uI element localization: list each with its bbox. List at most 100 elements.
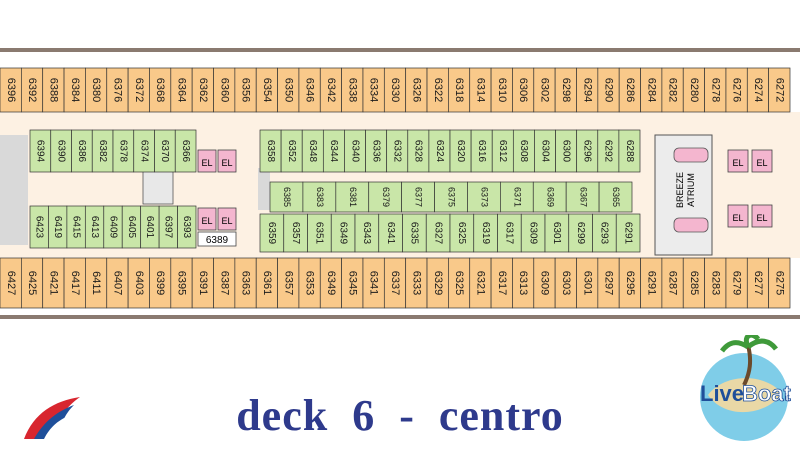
cabin-number: 6397 bbox=[163, 216, 174, 239]
cabin-number: 6317 bbox=[504, 222, 515, 245]
cabin-number: 6413 bbox=[89, 216, 100, 239]
cabin-cell bbox=[768, 67, 791, 113]
cabin-number: 6327 bbox=[432, 222, 443, 245]
cabin-number: 6293 bbox=[599, 222, 610, 245]
cabin-number: 6334 bbox=[368, 78, 380, 102]
cabin-number: 6348 bbox=[307, 140, 318, 163]
cabin-number: 6357 bbox=[290, 222, 301, 245]
elevator-group-left: EL EL EL EL 6389 bbox=[197, 149, 237, 247]
cabin-number: 6421 bbox=[47, 271, 59, 295]
cabin-number: 6317 bbox=[496, 271, 508, 295]
cabin-number: 6384 bbox=[69, 78, 81, 102]
cabin-number: 6321 bbox=[474, 271, 486, 295]
cabin-number: 6394 bbox=[35, 140, 46, 163]
cabin-number: 6319 bbox=[480, 222, 491, 245]
logo-text-live: Live bbox=[700, 381, 744, 406]
cabin-number: 6318 bbox=[453, 78, 465, 102]
cabin-number: 6382 bbox=[97, 140, 108, 163]
cabin-number: 6365 bbox=[611, 187, 621, 207]
cabin-number: 6359 bbox=[266, 222, 277, 245]
cabin-number: 6286 bbox=[624, 78, 636, 102]
elevator-label: EL bbox=[221, 158, 232, 168]
cabin-number: 6381 bbox=[348, 187, 358, 207]
cabin-number: 6309 bbox=[527, 222, 538, 245]
cabin-number: 6274 bbox=[752, 78, 764, 102]
cabin-number: 6294 bbox=[581, 78, 593, 102]
cabin-number: 6296 bbox=[582, 140, 593, 163]
cabin-number: 6379 bbox=[381, 187, 391, 207]
cabin-number: 6291 bbox=[622, 222, 633, 245]
cabin-number: 6396 bbox=[5, 78, 17, 102]
cabin-number: 6399 bbox=[154, 271, 166, 295]
deck-caption: deck 6 - centro bbox=[236, 391, 564, 440]
cabin-number: 6419 bbox=[52, 216, 63, 239]
cabin-number: 6304 bbox=[539, 140, 550, 163]
liveboat-logo: Live Boat .it bbox=[700, 335, 792, 441]
cabin-number: 6366 bbox=[180, 140, 191, 163]
cabin-number: 6312 bbox=[497, 140, 508, 163]
cabin-number: 6357 bbox=[282, 271, 294, 295]
cabin-number: 6401 bbox=[144, 216, 155, 239]
cabin-number: 6332 bbox=[392, 140, 403, 163]
cabin-cell bbox=[434, 181, 468, 213]
atrium-label-2: ATRIUM bbox=[686, 173, 696, 207]
cabin-number: 6283 bbox=[709, 271, 721, 295]
cabin-number: 6356 bbox=[240, 78, 252, 102]
cabin-number: 6291 bbox=[645, 271, 657, 295]
cabin-number: 6316 bbox=[476, 140, 487, 163]
cabin-number: 6423 bbox=[34, 216, 45, 239]
cabin-number: 6372 bbox=[133, 78, 145, 102]
cabin-number: 6425 bbox=[26, 271, 38, 295]
cabin-number: 6352 bbox=[286, 140, 297, 163]
cabin-number: 6345 bbox=[346, 271, 358, 295]
cabin-number: 6306 bbox=[517, 78, 529, 102]
cabin-number: 6301 bbox=[551, 222, 562, 245]
cabin-number: 6361 bbox=[261, 271, 273, 295]
cabin-number: 6358 bbox=[265, 140, 276, 163]
cabin-number: 6280 bbox=[688, 78, 700, 102]
cabin-number: 6314 bbox=[474, 78, 486, 102]
center-stair-gray bbox=[258, 168, 270, 210]
elevator-label: EL bbox=[221, 216, 232, 226]
cabin-number: 6417 bbox=[69, 271, 81, 295]
cabin-number: 6405 bbox=[126, 216, 137, 239]
cabin-number: 6360 bbox=[218, 78, 230, 102]
cabin-number: 6300 bbox=[560, 140, 571, 163]
cabin-cell bbox=[532, 181, 567, 213]
cabin-cell bbox=[302, 181, 337, 213]
cabin-number: 6320 bbox=[455, 140, 466, 163]
cabin-cell bbox=[565, 181, 600, 213]
cabin-number: 6371 bbox=[512, 187, 522, 207]
cabin-number: 6363 bbox=[240, 271, 252, 295]
cabin-number: 6385 bbox=[282, 187, 292, 207]
cabin-number: 6351 bbox=[314, 222, 325, 245]
cabin-number: 6284 bbox=[645, 78, 657, 102]
cabin-number: 6292 bbox=[603, 140, 614, 163]
cabin-number: 6427 bbox=[5, 271, 17, 295]
cabin-number: 6329 bbox=[432, 271, 444, 295]
cabin-cell bbox=[467, 181, 501, 213]
cabin-number: 6335 bbox=[409, 222, 420, 245]
cabin-cell bbox=[335, 181, 370, 213]
cabin-cell bbox=[618, 129, 641, 173]
cabin-number: 6409 bbox=[107, 216, 118, 239]
cabin-number: 6344 bbox=[328, 140, 339, 163]
elevator-label: EL bbox=[732, 213, 743, 223]
cabin-number: 6364 bbox=[176, 78, 188, 102]
cabin-number: 6309 bbox=[539, 271, 551, 295]
cabin-cell bbox=[768, 257, 791, 309]
cabin-number: 6340 bbox=[349, 140, 360, 163]
cabin-number: 6378 bbox=[118, 140, 129, 163]
cabin-cell bbox=[401, 181, 435, 213]
cabin-number: 6290 bbox=[603, 78, 615, 102]
cabin-number: 6342 bbox=[325, 78, 337, 102]
cabin-number: 6373 bbox=[480, 187, 490, 207]
cabin-number: 6295 bbox=[624, 271, 636, 295]
cabin-number: 6308 bbox=[518, 140, 529, 163]
cabin-number: 6370 bbox=[159, 140, 170, 163]
cabin-cell bbox=[598, 181, 633, 213]
elevator-group-right: EL EL EL EL bbox=[727, 149, 773, 228]
